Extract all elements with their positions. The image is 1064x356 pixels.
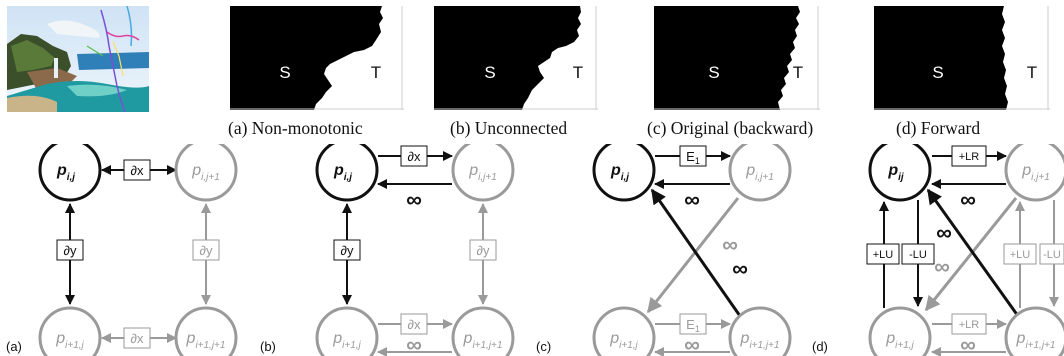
sink-label: T xyxy=(1027,63,1037,82)
mask-original-backward: S T xyxy=(654,6,820,110)
node-p-i1j1: pi+1,j+1 xyxy=(1016,330,1056,351)
diagram-b: (b) ∂x ∞ ∂y ∂y ∂x ∞ pi,j pi,j+1 pi+1,j p… xyxy=(260,144,515,356)
sink-label: T xyxy=(573,63,583,82)
edge-infinity: ∞ xyxy=(934,254,950,279)
source-label: S xyxy=(708,63,719,82)
diagram-a: (a) ∂x ∂y ∂x ∂y pi,j pi,j+1 pi+1,j pi+1,… xyxy=(6,144,238,356)
panel-label-a: (a) xyxy=(6,339,22,354)
edge-dx: ∂x xyxy=(408,317,421,332)
panel-label-c: (c) xyxy=(536,339,551,354)
node-p-ij1: pi,j+1 xyxy=(468,162,497,183)
coastal-photo xyxy=(7,6,149,112)
caption-unconnected: (b) Unconnected xyxy=(450,118,568,138)
mask-unconnected: S T xyxy=(434,6,598,110)
node-p-i1j: pi+1,j xyxy=(332,330,361,351)
edge-dx: ∂x xyxy=(131,163,144,178)
node-p-i1j1: pi+1,j+1 xyxy=(463,330,503,351)
edge-infinity: ∞ xyxy=(960,332,976,356)
node-p-i1j: pi+1,j xyxy=(609,330,638,351)
edge-infinity: ∞ xyxy=(732,256,748,281)
node-p-ij: pi,j xyxy=(56,162,75,183)
edge-plus-lu: +LU xyxy=(1010,249,1031,261)
node-p-ij: pi,j xyxy=(610,162,629,183)
diagram-c: (c) E1 ∞ ∞ ∞ E1 ∞ pi,j pi,j+1 pi+1,j pi+… xyxy=(536,144,792,356)
edge-infinity: ∞ xyxy=(406,187,422,212)
node-p-ij: pij xyxy=(887,162,904,183)
source-label: S xyxy=(932,63,943,82)
edge-infinity: ∞ xyxy=(406,332,422,356)
edge-plus-lu: +LU xyxy=(873,249,894,261)
panel-label-b: (b) xyxy=(260,339,276,354)
edge-infinity: ∞ xyxy=(722,232,738,257)
sink-label: T xyxy=(371,63,381,82)
graph-diagrams: (a) ∂x ∂y ∂x ∂y pi,j pi,j+1 pi+1,j pi+1,… xyxy=(6,144,1064,356)
node-p-i1j: pi+1,j xyxy=(55,330,84,351)
node-p-i1j1: pi+1,j+1 xyxy=(186,330,226,351)
node-p-ij1: pi,j+1 xyxy=(745,162,774,183)
panel-label-d: (d) xyxy=(812,339,828,354)
edge-infinity: ∞ xyxy=(936,220,952,245)
node-p-i1j1: pi+1,j+1 xyxy=(740,330,780,351)
edge-dy: ∂y xyxy=(64,243,77,258)
edge-dy: ∂y xyxy=(200,243,213,258)
source-label: S xyxy=(279,63,290,82)
edge-plus-lr: +LR xyxy=(959,319,980,331)
edge-minus-lu: -LU xyxy=(909,249,927,261)
mask-non-monotonic: S T xyxy=(230,6,404,110)
node-p-ij1: pi,j+1 xyxy=(191,162,220,183)
edge-dx: ∂x xyxy=(408,149,421,164)
mask-forward: S T xyxy=(874,6,1050,110)
edge-minus-lu: -LU xyxy=(1043,249,1061,261)
edge-e1: E1 xyxy=(686,149,700,166)
caption-original-backward: (c) Original (backward) xyxy=(647,118,814,138)
sink-label: T xyxy=(793,63,803,82)
edge-infinity: ∞ xyxy=(960,187,976,212)
caption-non-monotonic: (a) Non-monotonic xyxy=(228,118,363,138)
edge-dy: ∂y xyxy=(341,243,354,258)
node-p-ij1: pi,j+1 xyxy=(1021,162,1050,183)
caption-forward: (d) Forward xyxy=(896,118,981,138)
edge-dy: ∂y xyxy=(477,243,490,258)
node-p-ij: pi,j xyxy=(333,162,352,183)
edge-infinity: ∞ xyxy=(684,332,700,356)
diagram-d: (d) +LR ∞ +LU -LU +LU -LU ∞ ∞ +LR ∞ pij … xyxy=(812,144,1064,356)
edge-e1: E1 xyxy=(686,317,700,334)
edge-dx: ∂x xyxy=(131,331,144,346)
node-p-i1j: pi+1,j xyxy=(885,330,914,351)
edge-plus-lr: +LR xyxy=(959,151,980,163)
edge-infinity: ∞ xyxy=(684,187,700,212)
source-label: S xyxy=(484,63,495,82)
